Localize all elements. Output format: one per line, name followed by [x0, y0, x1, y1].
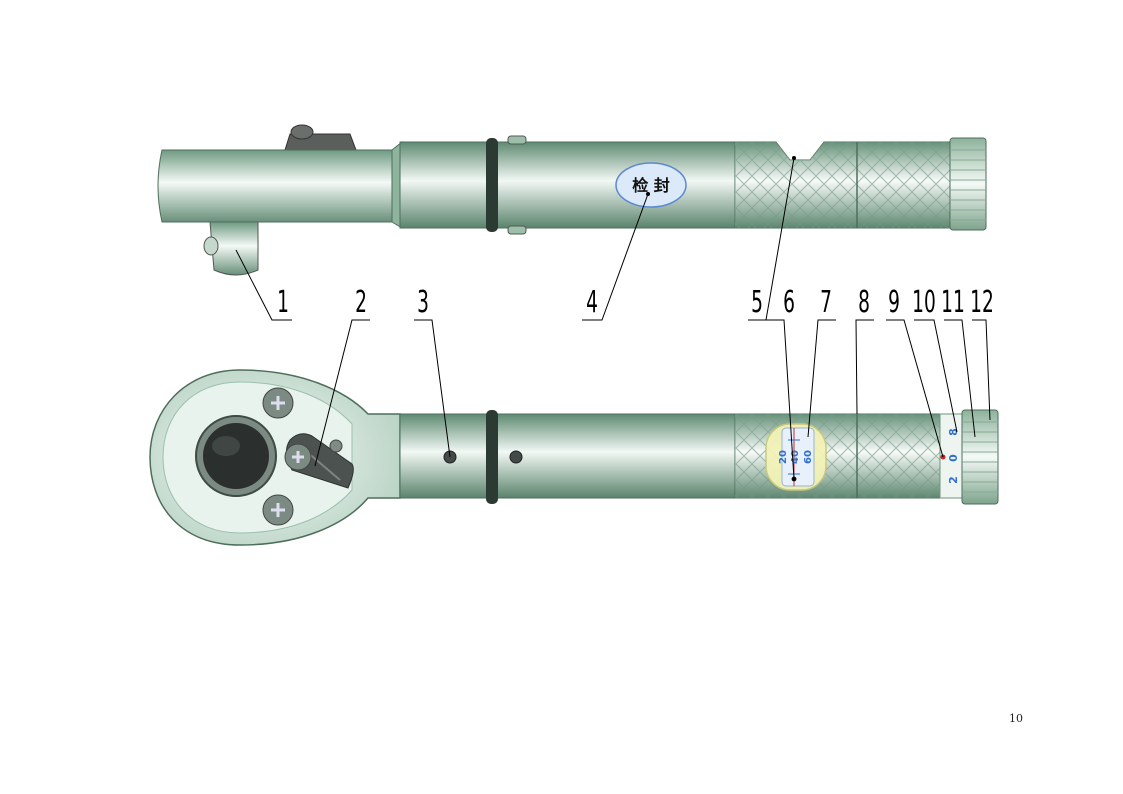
screw-bottom [262, 494, 294, 526]
leader-3 [414, 319, 451, 458]
seal-label-text: 检 封 [632, 176, 670, 195]
leader-10 [914, 319, 958, 433]
leader-7 [807, 319, 836, 438]
callout-11: 11 [941, 284, 965, 319]
wrench-top-view: 20 40 60 8 0 2 [149, 369, 999, 546]
drum-mark-0: 0 [947, 454, 960, 462]
leader-dots [646, 156, 796, 481]
screw-top [262, 387, 294, 419]
hole-right [509, 450, 523, 464]
callout-9: 9 [888, 284, 900, 319]
page-number: 10 [1009, 712, 1023, 725]
callout-3: 3 [417, 284, 429, 319]
drum-mark-2: 2 [947, 476, 960, 484]
callout-6: 6 [783, 284, 795, 319]
drum-mark-8: 8 [947, 428, 960, 436]
callout-7: 7 [820, 284, 832, 319]
leader-1 [235, 249, 292, 321]
seal-label-ellipse [615, 162, 687, 208]
callout-4: 4 [586, 284, 598, 319]
scale-mark-40: 40 [790, 450, 801, 464]
ratchet-head-side [157, 149, 393, 223]
callout-2: 2 [355, 284, 367, 319]
leader-lines [235, 157, 991, 480]
callout-8: 8 [858, 284, 870, 319]
square-drive [209, 221, 259, 276]
leader-2 [314, 319, 370, 467]
leader-6 [766, 319, 795, 480]
screw-lever [284, 443, 312, 471]
body-tube-side [399, 141, 739, 229]
leader-9 [886, 319, 944, 458]
callout-12: 12 [970, 284, 994, 319]
callout-10: 10 [912, 284, 936, 319]
band-ring-side [486, 138, 498, 232]
scale-mark-60: 60 [803, 450, 814, 464]
callout-5: 5 [751, 284, 763, 319]
leader-11 [944, 319, 976, 438]
callout-1: 1 [277, 284, 289, 319]
end-knob-side [949, 137, 987, 231]
band-ring-top [486, 410, 498, 504]
wrench-side-view: 检 封 [157, 124, 987, 276]
leader-8 [855, 319, 874, 415]
leader-4 [582, 193, 649, 321]
scale-mark-20: 20 [778, 450, 789, 464]
end-knob-top [961, 409, 999, 505]
leader-12 [972, 319, 991, 421]
